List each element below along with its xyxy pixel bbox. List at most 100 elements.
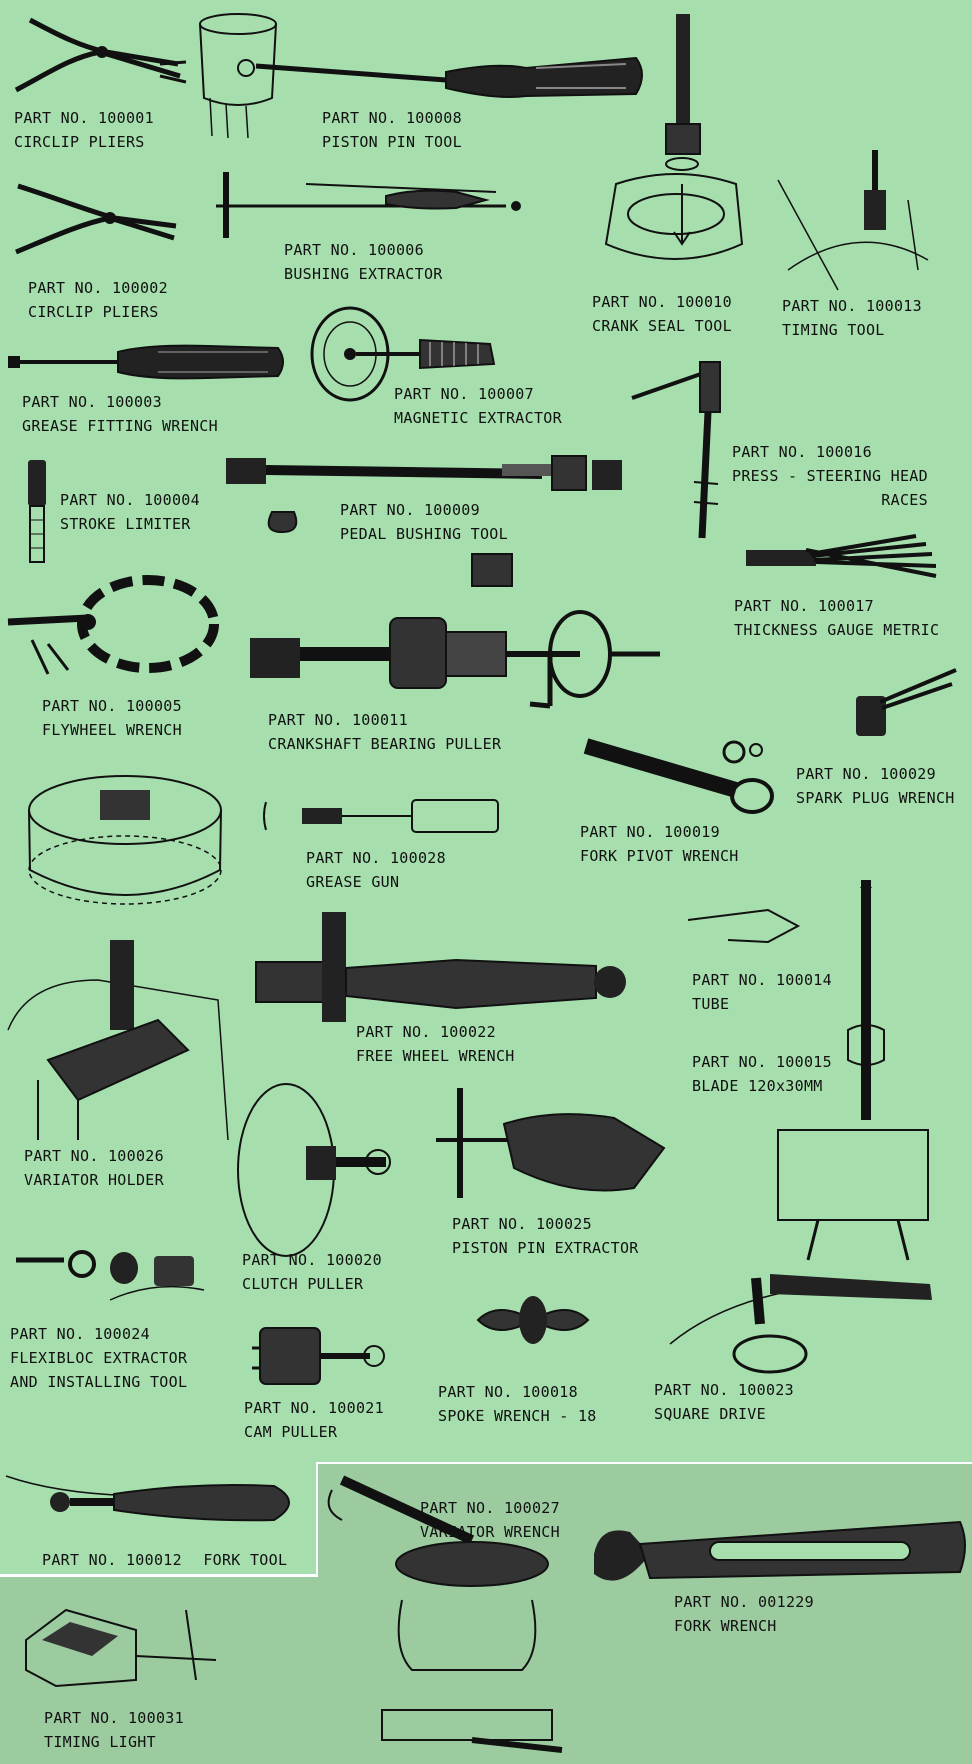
part-number: PART NO. 100001 [14,109,154,127]
part-label-100021: PART NO. 100021 CAM PULLER [244,1396,384,1444]
part-label-100013: PART NO. 100013 TIMING TOOL [782,294,922,342]
part-name: TUBE [692,995,730,1013]
free-wheel-wrench-illustration [256,912,626,1022]
grease-fitting-wrench-illustration [8,342,283,382]
part-number: PART NO. 100029 [796,765,936,783]
grease-gun-illustration [262,796,500,836]
steering-head-press-illustration [630,362,720,542]
tube-blade-vise-illustration [688,880,938,1260]
variator-wrench-illustration [322,1470,572,1760]
part-label-100029: PART NO. 100029 SPARK PLUG WRENCH [796,762,955,810]
part-name: FORK TOOL [203,1551,288,1569]
part-name: FREE WHEEL WRENCH [356,1047,515,1065]
circlip-pliers-illustration [10,12,190,102]
part-name: CAM PULLER [244,1423,338,1441]
part-name: SPOKE WRENCH - 18 [438,1407,597,1425]
pedal-bushing-tool-illustration [226,452,622,532]
part-label-100027: PART NO. 100027 VARIATOR WRENCH [420,1496,560,1544]
part-name: PISTON PIN TOOL [322,133,462,151]
part-name: FLEXIBLOC EXTRACTOR [10,1349,188,1367]
part-number: PART NO. 100005 [42,697,182,715]
part-label-100017: PART NO. 100017 THICKNESS GAUGE METRIC [734,594,939,642]
part-label-100007: PART NO. 100007 MAGNETIC EXTRACTOR [394,382,562,430]
timing-light-illustration [26,1600,226,1690]
fork-tool-illustration [4,1466,304,1540]
part-name: BUSHING EXTRACTOR [284,265,443,283]
part-number: PART NO. 100014 [692,971,832,989]
part-number: PART NO. 001229 [674,1593,814,1611]
part-name: BLADE 120x30MM [692,1077,823,1095]
thickness-gauge-illustration [746,520,946,582]
part-name-continued: AND INSTALLING TOOL [10,1373,188,1391]
part-label-100019: PART NO. 100019 FORK PIVOT WRENCH [580,820,739,868]
part-number: PART NO. 100011 [268,711,408,729]
crankshaft-bearing-puller-illustration [250,546,665,706]
part-number: PART NO. 100015 [692,1053,832,1071]
part-name: CLUTCH PULLER [242,1275,364,1293]
part-name: SQUARE DRIVE [654,1405,766,1423]
part-name: FORK WRENCH [674,1617,777,1635]
flexibloc-extractor-illustration [14,1250,204,1310]
circlip-pliers-illustration [10,178,180,263]
part-name: PEDAL BUSHING TOOL [340,525,508,543]
part-name: MAGNETIC EXTRACTOR [394,409,562,427]
part-label-100016: PART NO. 100016 PRESS - STEERING HEAD RA… [732,440,928,512]
part-name: FLYWHEEL WRENCH [42,721,182,739]
part-name: VARIATOR HOLDER [24,1171,164,1189]
cam-puller-illustration [252,1318,386,1398]
fork-pivot-wrench-illustration [586,716,786,816]
part-label-100014: PART NO. 100014 TUBE [692,968,832,1016]
part-label-100011: PART NO. 100011 CRANKSHAFT BEARING PULLE… [268,708,501,756]
part-label-100012: PART NO. 100012 FORK TOOL [42,1548,287,1572]
part-number: PART NO. 100028 [306,849,446,867]
part-number: PART NO. 100018 [438,1383,578,1401]
fork-wrench-illustration [594,1514,970,1581]
crank-seal-tool-illustration [596,14,746,292]
part-label-100004: PART NO. 100004 STROKE LIMITER [60,488,200,536]
part-label-100006: PART NO. 100006 BUSHING EXTRACTOR [284,238,443,286]
part-number: PART NO. 100020 [242,1251,382,1269]
bushing-extractor-illustration [206,170,521,240]
part-name: TIMING LIGHT [44,1733,156,1751]
clutch-assembly-illustration [20,770,230,920]
part-name: SPARK PLUG WRENCH [796,789,955,807]
part-label-100022: PART NO. 100022 FREE WHEEL WRENCH [356,1020,515,1068]
magnetic-extractor-illustration [310,304,500,404]
part-label-100002: PART NO. 100002 CIRCLIP PLIERS [28,276,168,324]
part-number: PART NO. 100007 [394,385,534,403]
part-name: STROKE LIMITER [60,515,191,533]
part-label-100008: PART NO. 100008 PISTON PIN TOOL [322,106,462,154]
part-name: FORK PIVOT WRENCH [580,847,739,865]
part-name: CRANK SEAL TOOL [592,317,732,335]
part-number: PART NO. 100010 [592,293,732,311]
part-number: PART NO. 100004 [60,491,200,509]
spoke-wrench-illustration [478,1296,588,1344]
part-name: CRANKSHAFT BEARING PULLER [268,735,502,753]
part-label-100024: PART NO. 100024 FLEXIBLOC EXTRACTOR AND … [10,1322,187,1394]
part-name: GREASE FITTING WRENCH [22,417,218,435]
part-label-100028: PART NO. 100028 GREASE GUN [306,846,446,894]
part-number: PART NO. 100019 [580,823,720,841]
spark-plug-wrench-illustration [856,668,958,736]
part-name: PISTON PIN EXTRACTOR [452,1239,639,1257]
panel-divider-vertical [316,1462,318,1576]
part-number: PART NO. 100027 [420,1499,560,1517]
part-number: PART NO. 100016 [732,443,872,461]
variator-holder-illustration [8,940,238,1140]
part-label-100005: PART NO. 100005 FLYWHEEL WRENCH [42,694,182,742]
part-name-continued: RACES [881,491,928,509]
panel-divider-top [316,1462,972,1464]
part-label-100031: PART NO. 100031 TIMING LIGHT [44,1706,184,1754]
part-number: PART NO. 100006 [284,241,424,259]
piston-pin-extractor-illustration [434,1088,674,1218]
stroke-limiter-illustration [28,460,46,564]
part-name: CIRCLIP PLIERS [28,303,159,321]
part-label-001229: PART NO. 001229 FORK WRENCH [674,1590,814,1638]
flywheel-wrench-illustration [8,574,220,684]
part-label-100010: PART NO. 100010 CRANK SEAL TOOL [592,290,732,338]
part-number: PART NO. 100008 [322,109,462,127]
part-number: PART NO. 100017 [734,597,874,615]
part-label-100023: PART NO. 100023 SQUARE DRIVE [654,1378,794,1426]
part-number: PART NO. 100021 [244,1399,384,1417]
part-label-100001: PART NO. 100001 CIRCLIP PLIERS [14,106,154,154]
